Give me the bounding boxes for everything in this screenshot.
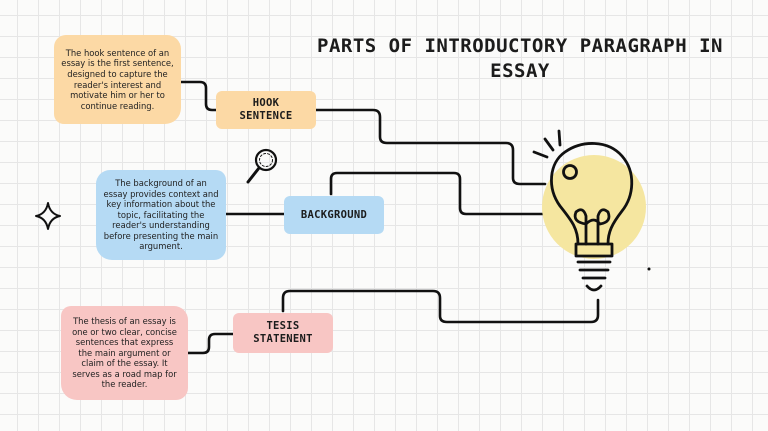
decorative-dot: [647, 267, 651, 271]
connector-thesis-desc: [186, 332, 236, 355]
diagram-title: PARTS OF INTRODUCTORY PARAGRAPH IN ESSAY: [317, 35, 723, 82]
connector-thesis-bulb: [281, 289, 600, 324]
hook-sentence-label: HOOK SENTENCE: [216, 91, 316, 129]
magnifier-icon: [246, 148, 278, 184]
connector-hook-desc: [179, 80, 220, 112]
background-description-box: The background of an essay provides cont…: [96, 170, 226, 260]
hook-description-text: The hook sentence of an essay is the fir…: [61, 47, 174, 111]
background-label: BACKGROUND: [284, 196, 384, 234]
thesis-description-box: The thesis of an essay is one or two cle…: [61, 306, 188, 400]
sparkle-icon: [35, 202, 61, 230]
thesis-description-text: The thesis of an essay is one or two cle…: [72, 315, 177, 390]
lightbulb-icon: [532, 129, 646, 292]
background-description-text: The background of an essay provides cont…: [103, 177, 219, 252]
connector-background-bulb: [329, 171, 547, 216]
hook-description-box: The hook sentence of an essay is the fir…: [54, 35, 181, 124]
thesis-statement-label: TESIS STATENENT: [233, 313, 333, 353]
connector-hook-bulb: [312, 108, 547, 186]
